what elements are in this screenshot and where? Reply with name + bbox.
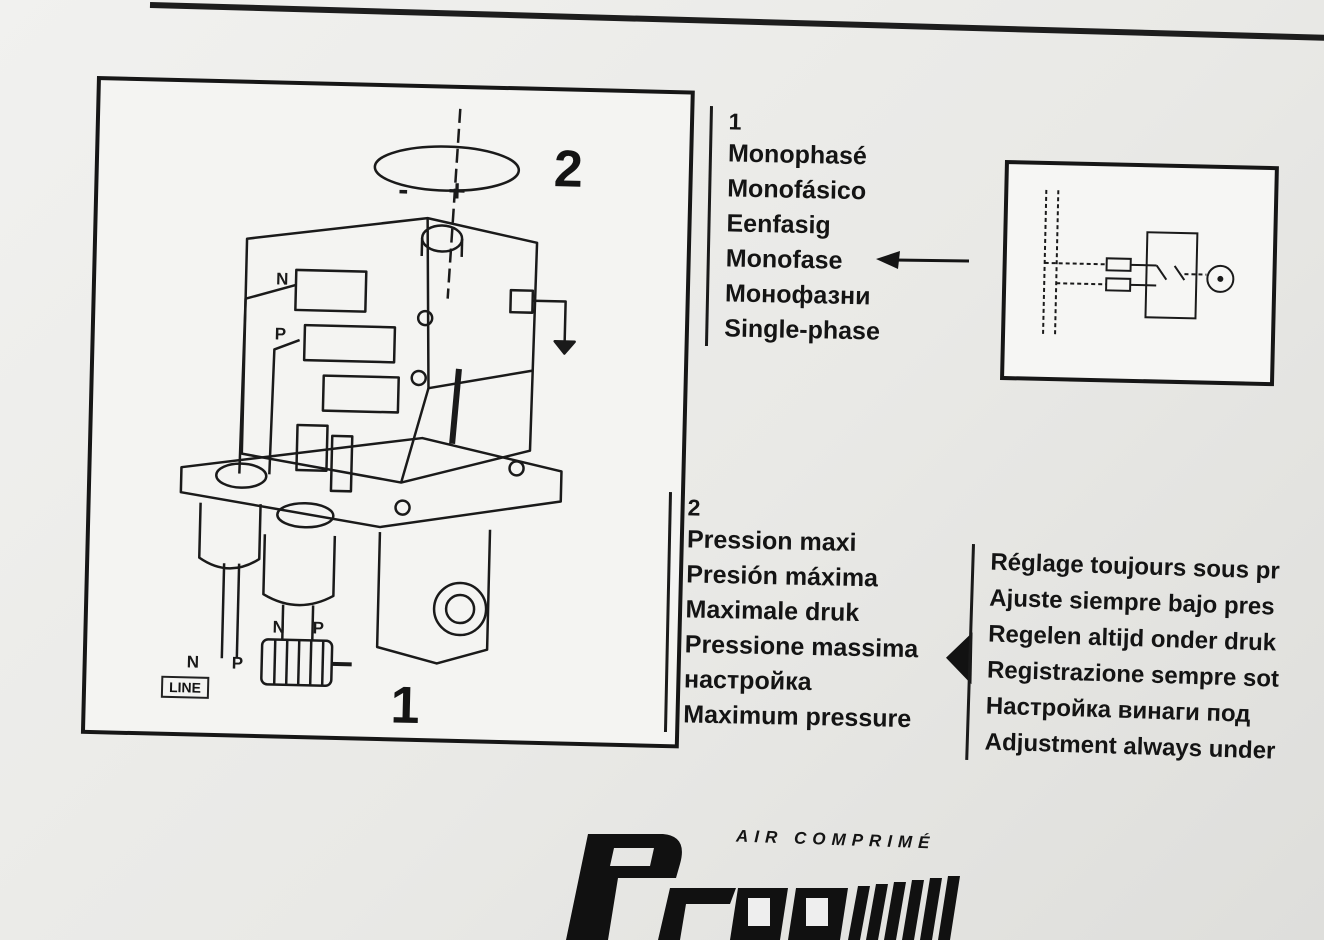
figure-label-1: 1 — [390, 676, 421, 736]
section-2-line: Presión máxima — [685, 560, 879, 593]
section-2-line: настройка — [683, 665, 812, 697]
wire-n-top: N — [276, 269, 289, 288]
section-1-line: Monofásico — [726, 174, 867, 206]
section-2-line: Pression maxi — [686, 525, 857, 557]
adjustment-note: Réglage toujours sous pr Ajuste siempre … — [965, 544, 1324, 774]
wiring-schematic — [1000, 160, 1279, 387]
section-2-line: Pressione massima — [684, 630, 919, 664]
section-1-line: Monophasé — [727, 139, 868, 171]
section-max-pressure: 2 Pression maxi Presión máxima Maximale … — [663, 492, 922, 738]
knob-plus: + — [448, 175, 466, 208]
knob-minus: - — [398, 173, 409, 206]
section-1-line: Monofase — [725, 244, 843, 275]
section-1-line: Single-phase — [724, 314, 881, 346]
section-2-number: 2 — [687, 494, 701, 521]
prodif-logo-mark — [566, 834, 960, 940]
left-arrow-icon — [876, 251, 970, 269]
pressure-switch-drawing: N P N P N P - + — [179, 108, 576, 688]
section-single-phase: 1 Monophasé Monofásico Eenfasig Monofase… — [704, 106, 885, 350]
wire-n-left: N — [186, 652, 199, 671]
section-2-line: Maximum pressure — [683, 700, 912, 734]
pressure-switch-diagram: N P N P N P - + 2 1 LINE — [80, 76, 695, 749]
wire-n-motor: N — [272, 617, 285, 636]
prodif-logo: AIR COMPRIMÉ — [558, 826, 998, 940]
section-1-line: Eenfasig — [726, 209, 832, 240]
section-1-number: 1 — [728, 108, 742, 135]
line-label: LINE — [160, 675, 210, 699]
section-1-line: Монофазни — [724, 279, 871, 311]
figure-label-2: 2 — [553, 140, 584, 199]
wire-p-motor: P — [312, 618, 324, 637]
top-rule — [149, 2, 1324, 41]
wire-p-top: P — [275, 324, 287, 343]
schematic-drawing — [1042, 189, 1235, 336]
wire-p-left: P — [231, 653, 243, 672]
section-2-line: Maximale druk — [685, 595, 860, 628]
